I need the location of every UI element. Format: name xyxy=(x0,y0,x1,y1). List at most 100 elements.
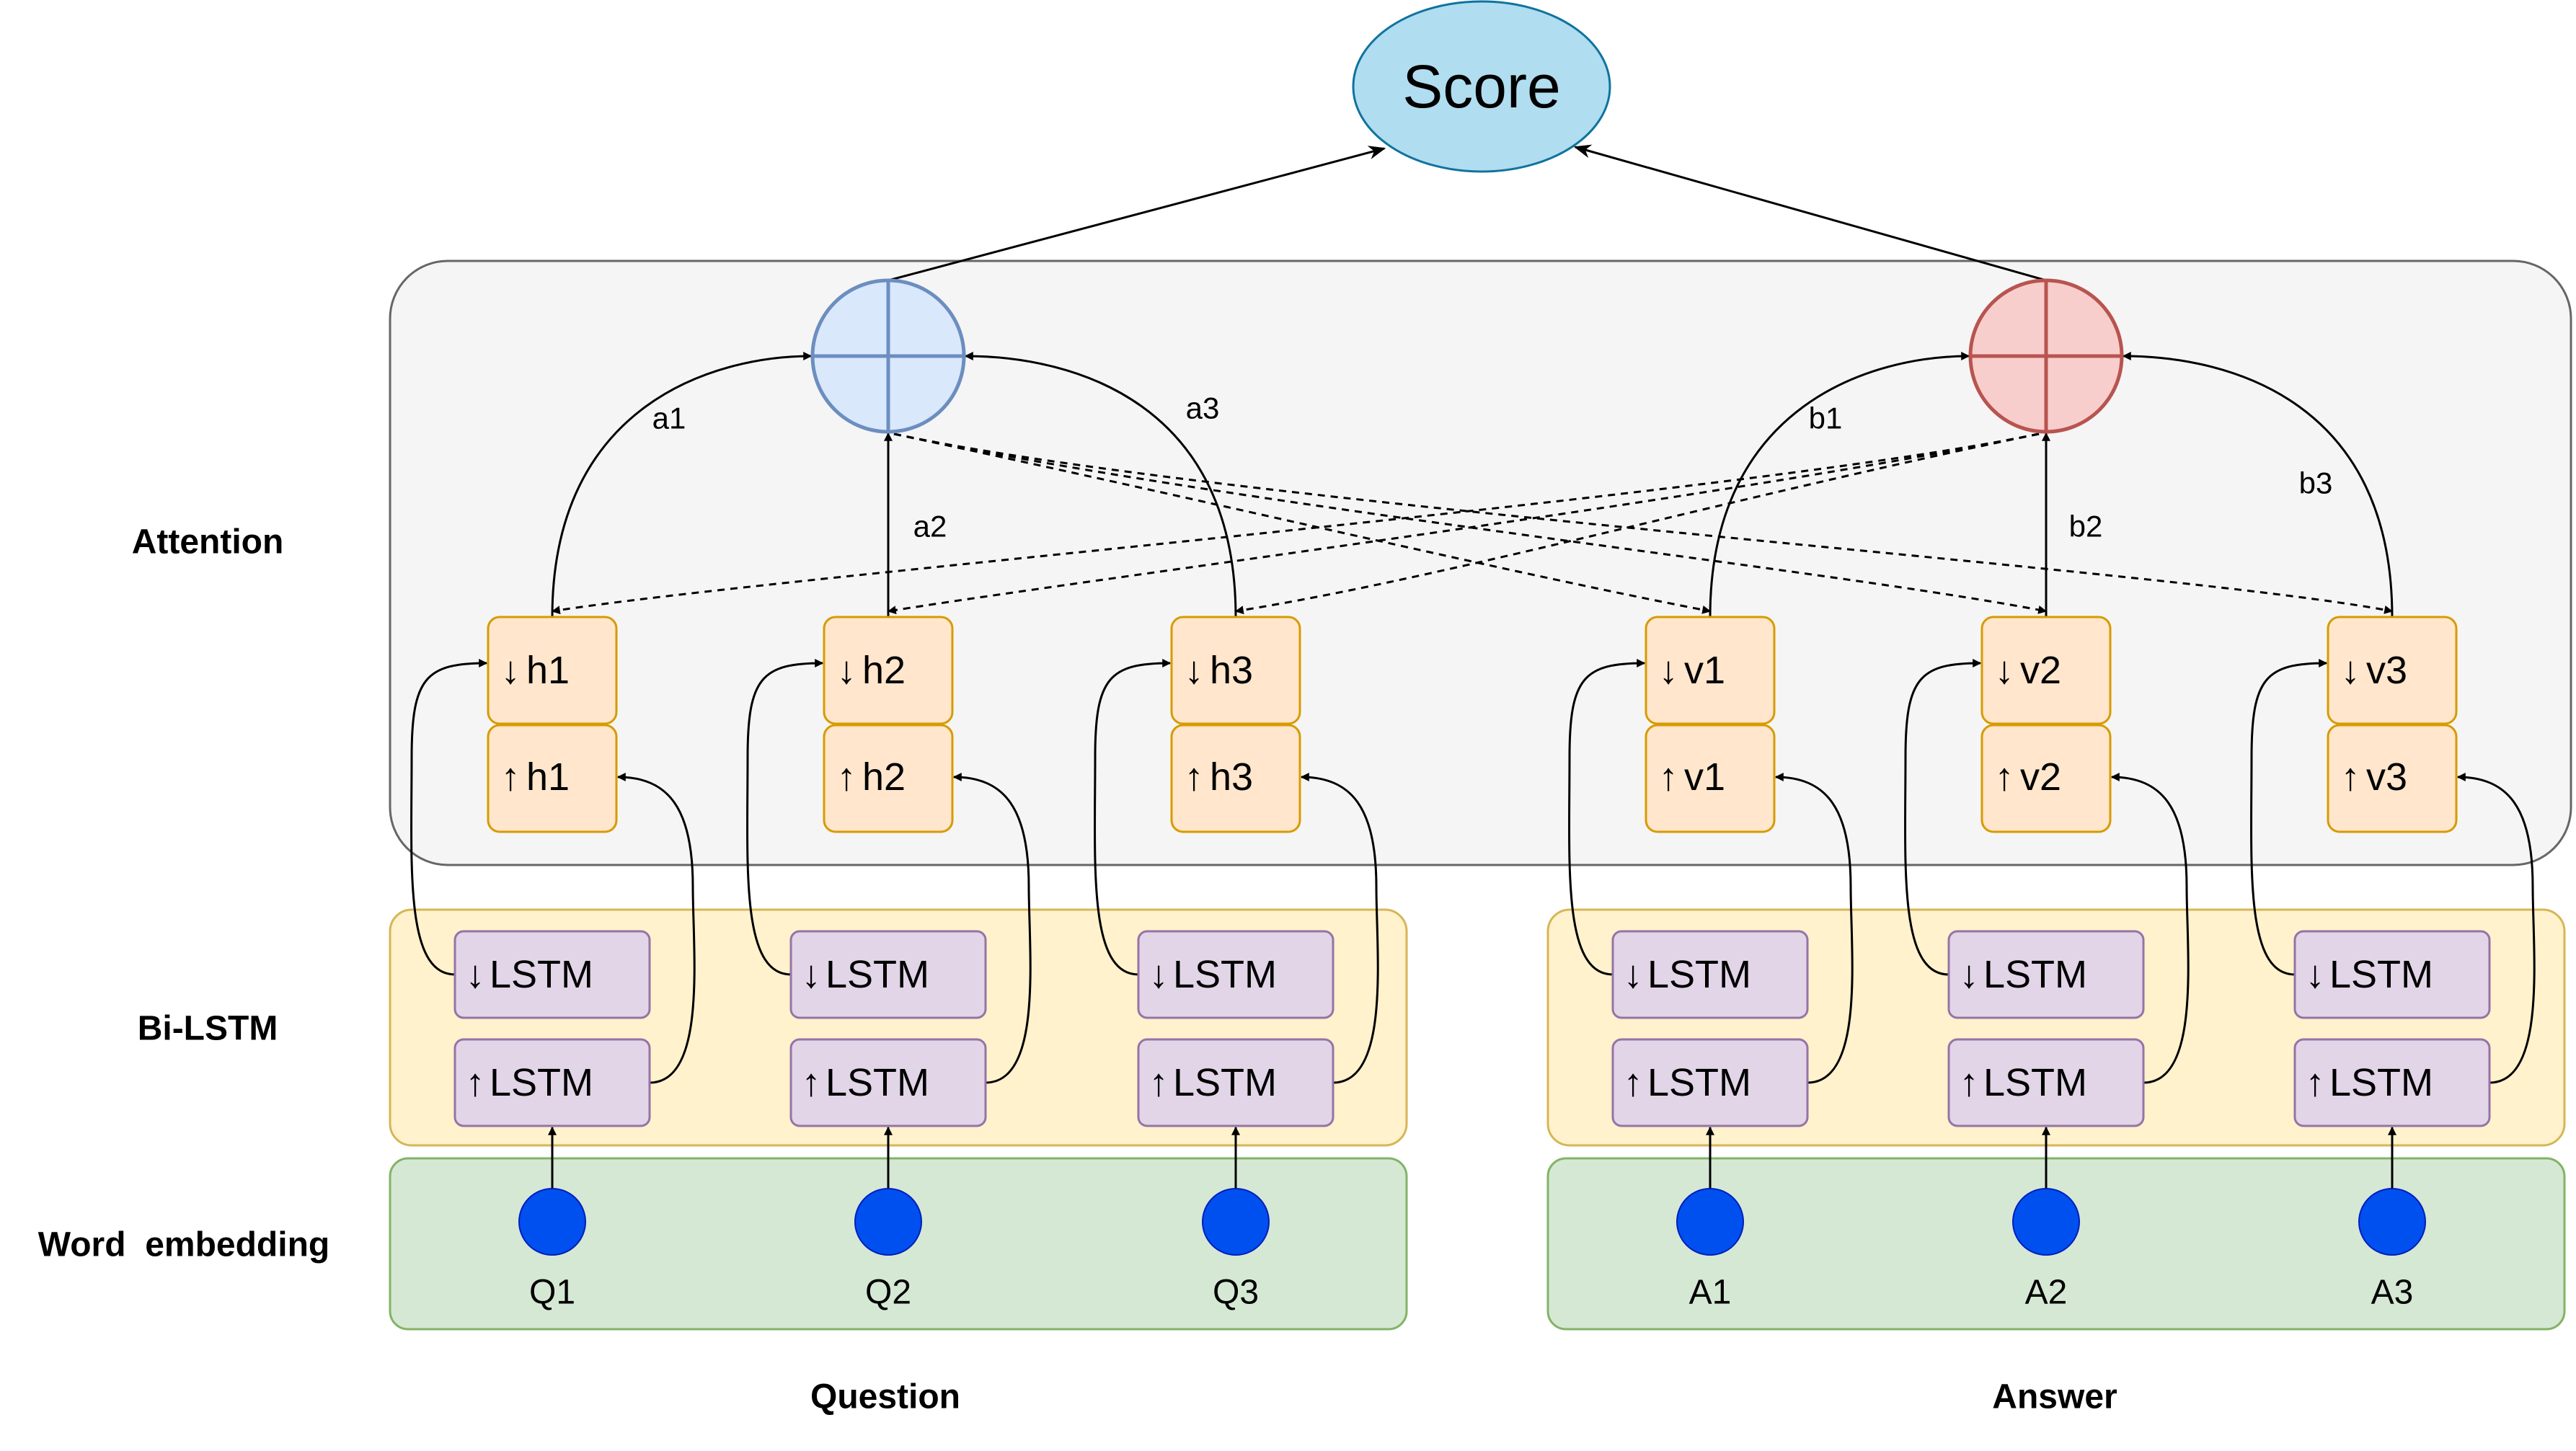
backward-lstm-to-hidden-arrow xyxy=(1568,659,1646,976)
lstm-backward-cell-question-2 xyxy=(789,930,987,1019)
down-arrow-icon: ↓ xyxy=(2341,649,2360,692)
up-arrow-icon: ↑ xyxy=(2306,1061,2325,1104)
hidden-backward-cell-question-1 xyxy=(487,616,618,725)
up-arrow-icon: ↑ xyxy=(1960,1061,1979,1104)
up-arrow-icon: ↑ xyxy=(802,1061,821,1104)
input-token-label: A3 xyxy=(2371,1274,2414,1312)
forward-lstm-to-hidden-arrow xyxy=(616,773,696,1084)
nodes: ↓h1↑h1↓LSTM↑LSTMQ1↓h2↑h2↓LSTM↑LSTMQ2↓h3↑… xyxy=(453,278,2491,1312)
lstm-label: LSTM xyxy=(1647,953,1751,996)
hidden-label: v1 xyxy=(1684,755,1725,799)
hidden-label: v2 xyxy=(2020,755,2061,799)
input-token-label: A1 xyxy=(1689,1274,1732,1312)
row-label-embedding: Word embedding xyxy=(38,1226,329,1264)
down-arrow-icon: ↓ xyxy=(466,953,485,996)
lstm-label: LSTM xyxy=(1173,953,1277,996)
cross-attention-edge xyxy=(551,432,2040,615)
down-arrow-icon: ↓ xyxy=(837,649,857,692)
embedding-node-answer-3 xyxy=(2358,1188,2426,1256)
input-token-label: A2 xyxy=(2025,1274,2068,1312)
row-label-bilstm: Bi-LSTM xyxy=(138,1010,278,1048)
attention-weight-edge xyxy=(2122,352,2394,618)
hidden-backward-cell-answer-2 xyxy=(1980,616,2112,725)
forward-lstm-to-hidden-arrow xyxy=(1300,773,1379,1084)
embedding-node-question-2 xyxy=(854,1188,922,1256)
group-label-question: Question xyxy=(810,1378,960,1416)
lstm-forward-cell-question-3 xyxy=(1137,1038,1335,1127)
score-node xyxy=(1352,0,1611,173)
question-to-score-arrow xyxy=(888,146,1386,282)
down-arrow-icon: ↓ xyxy=(1995,649,2014,692)
hidden-forward-cell-answer-2 xyxy=(1980,724,2112,833)
down-arrow-icon: ↓ xyxy=(1624,953,1643,996)
down-arrow-icon: ↓ xyxy=(501,649,521,692)
lstm-forward-cell-answer-2 xyxy=(1947,1038,2145,1127)
forward-lstm-to-hidden-arrow xyxy=(1774,773,1854,1084)
down-arrow-icon: ↓ xyxy=(2306,953,2325,996)
up-arrow-icon: ↑ xyxy=(1995,755,2014,799)
embedding-node-answer-1 xyxy=(1676,1188,1744,1256)
lstm-backward-cell-answer-2 xyxy=(1947,930,2145,1019)
lstm-backward-cell-question-1 xyxy=(453,930,651,1019)
input-token-label: Q1 xyxy=(529,1274,575,1312)
up-arrow-icon: ↑ xyxy=(1659,755,1678,799)
forward-lstm-to-hidden-arrow xyxy=(2456,773,2536,1084)
down-arrow-icon: ↓ xyxy=(802,953,821,996)
down-arrow-icon: ↓ xyxy=(1149,953,1169,996)
attention-weight-label: a2 xyxy=(913,510,947,543)
lstm-label: LSTM xyxy=(2329,1061,2433,1104)
backward-lstm-to-hidden-arrow xyxy=(410,659,488,976)
forward-lstm-to-hidden-arrow xyxy=(952,773,1032,1084)
up-arrow-icon: ↑ xyxy=(1624,1061,1643,1104)
attention-weight-label: b2 xyxy=(2069,510,2103,543)
answer-to-score-arrow xyxy=(1573,144,2047,282)
lstm-label: LSTM xyxy=(490,1061,593,1104)
attention-weight-edge xyxy=(551,352,813,618)
hidden-label: h2 xyxy=(862,649,906,692)
hidden-backward-cell-question-3 xyxy=(1170,616,1301,725)
hidden-label: h1 xyxy=(526,755,570,799)
lstm-label: LSTM xyxy=(826,953,929,996)
edges xyxy=(410,144,2536,1189)
backward-lstm-to-hidden-arrow xyxy=(746,659,824,976)
up-arrow-icon: ↑ xyxy=(2341,755,2360,799)
lstm-forward-cell-answer-3 xyxy=(2293,1038,2491,1127)
up-arrow-icon: ↑ xyxy=(466,1061,485,1104)
embedding-node-question-3 xyxy=(1202,1188,1270,1256)
hidden-backward-cell-question-2 xyxy=(823,616,954,725)
lstm-forward-cell-question-1 xyxy=(453,1038,651,1127)
cross-attention-edge xyxy=(893,432,1712,614)
lstm-label: LSTM xyxy=(490,953,593,996)
embedding-node-question-1 xyxy=(518,1188,586,1256)
attention-weight-label: b1 xyxy=(1809,401,1843,435)
up-arrow-icon: ↑ xyxy=(501,755,521,799)
lstm-label: LSTM xyxy=(1647,1061,1751,1104)
lstm-backward-cell-answer-3 xyxy=(2293,930,2491,1019)
embedding-node-answer-2 xyxy=(2012,1188,2080,1256)
hidden-label: h3 xyxy=(1210,649,1253,692)
down-arrow-icon: ↓ xyxy=(1659,649,1678,692)
up-arrow-icon: ↑ xyxy=(1149,1061,1169,1104)
hidden-forward-cell-answer-3 xyxy=(2327,724,2458,833)
hidden-forward-cell-question-3 xyxy=(1170,724,1301,833)
hidden-label: h2 xyxy=(862,755,906,799)
attention-weight-label: b3 xyxy=(2299,466,2333,500)
lstm-label: LSTM xyxy=(1983,1061,2087,1104)
down-arrow-icon: ↓ xyxy=(1185,649,1204,692)
backward-lstm-to-hidden-arrow xyxy=(1094,659,1172,976)
lstm-label: LSTM xyxy=(1983,953,2087,996)
lstm-label: LSTM xyxy=(1173,1061,1277,1104)
lstm-forward-cell-answer-1 xyxy=(1611,1038,1809,1127)
hidden-label: v3 xyxy=(2366,649,2407,692)
backward-lstm-to-hidden-arrow xyxy=(2250,659,2328,976)
up-arrow-icon: ↑ xyxy=(837,755,857,799)
hidden-forward-cell-question-1 xyxy=(487,724,618,833)
lstm-label: LSTM xyxy=(2329,953,2433,996)
group-label-answer: Answer xyxy=(1992,1378,2117,1416)
cross-attention-edge xyxy=(1234,432,2040,615)
input-token-label: Q3 xyxy=(1213,1274,1259,1312)
cross-attention-edge xyxy=(887,432,2040,615)
score-label: Score xyxy=(1402,53,1560,120)
input-token-label: Q2 xyxy=(865,1274,911,1312)
